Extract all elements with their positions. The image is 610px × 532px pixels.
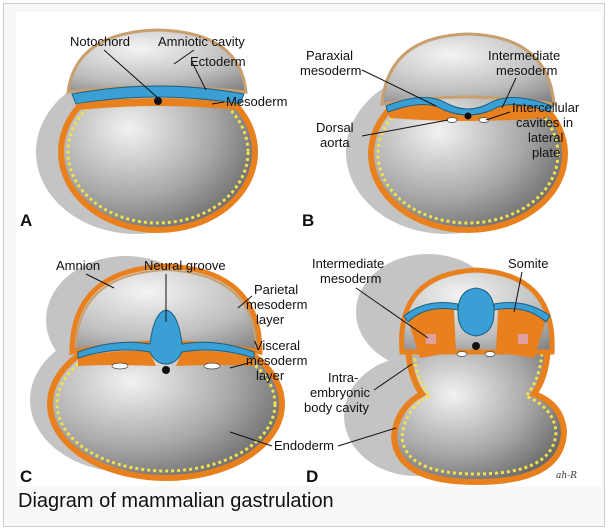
label-visceral-1: Visceral xyxy=(254,338,300,353)
panel-d-aorta-left xyxy=(457,352,467,357)
panel-d-letter: D xyxy=(306,467,318,486)
label-somite: Somite xyxy=(508,256,548,271)
panel-b: Paraxial mesoderm Intermediate mesoderm … xyxy=(300,34,580,234)
label-intercellular-3: lateral xyxy=(528,130,564,145)
label-intra-3: body cavity xyxy=(304,400,370,415)
panel-c-notochord xyxy=(162,366,170,374)
label-intermediate-2: mesoderm xyxy=(496,63,557,78)
label-notochord: Notochord xyxy=(70,34,130,49)
panel-d-somite-right xyxy=(518,334,528,344)
panel-b-dorsal-aorta-left xyxy=(447,118,457,123)
gastrulation-figure: Notochord Amniotic cavity Ectoderm Mesod… xyxy=(16,12,602,486)
label-ectoderm: Ectoderm xyxy=(190,54,246,69)
label-parietal-3: layer xyxy=(256,312,285,327)
label-paraxial-1: Paraxial xyxy=(306,48,353,63)
panel-c-cavity-left xyxy=(112,363,128,369)
label-visceral-3: layer xyxy=(256,368,285,383)
label-amniotic-cavity: Amniotic cavity xyxy=(158,34,245,49)
label-mesoderm: Mesoderm xyxy=(226,94,287,109)
panel-a-letter: A xyxy=(20,211,32,230)
label-dorsal-2: aorta xyxy=(320,135,350,150)
panel-a-notochord xyxy=(154,97,162,105)
artist-signature: ah-R xyxy=(556,471,577,481)
label-visceral-2: mesoderm xyxy=(246,353,307,368)
figure-frame: Notochord Amniotic cavity Ectoderm Mesod… xyxy=(3,3,605,527)
label-d-intermediate-1: Intermediate xyxy=(312,256,384,271)
panel-d-somite-left xyxy=(426,334,436,344)
label-intercellular-4: plate xyxy=(532,145,560,160)
label-d-intermediate-2: mesoderm xyxy=(320,271,381,286)
panel-d-notochord xyxy=(472,342,480,350)
panel-c-cavity-right xyxy=(204,363,220,369)
label-intra-1: Intra- xyxy=(328,370,358,385)
panel-b-notochord xyxy=(465,113,472,120)
label-parietal-2: mesoderm xyxy=(246,297,307,312)
label-endoderm: Endoderm xyxy=(274,438,334,453)
panel-c-letter: C xyxy=(20,467,32,486)
label-intercellular-1: Intercellular xyxy=(512,100,580,115)
label-intra-2: embryonic xyxy=(310,385,370,400)
figure-caption: Diagram of mammalian gastrulation xyxy=(18,490,334,513)
panel-b-letter: B xyxy=(302,211,314,230)
label-parietal-1: Parietal xyxy=(254,282,298,297)
label-neural-groove: Neural groove xyxy=(144,258,226,273)
label-dorsal-1: Dorsal xyxy=(316,120,354,135)
panel-d-aorta-right xyxy=(485,352,495,357)
panel-c: Amnion Neural groove Parietal mesoderm l… xyxy=(20,256,307,486)
label-intermediate-1: Intermediate xyxy=(488,48,560,63)
label-intercellular-2: cavities in xyxy=(516,115,573,130)
panel-d-neural-tube xyxy=(458,288,494,336)
label-amnion: Amnion xyxy=(56,258,100,273)
label-paraxial-2: mesoderm xyxy=(300,63,361,78)
panel-a: Notochord Amniotic cavity Ectoderm Mesod… xyxy=(20,30,287,234)
